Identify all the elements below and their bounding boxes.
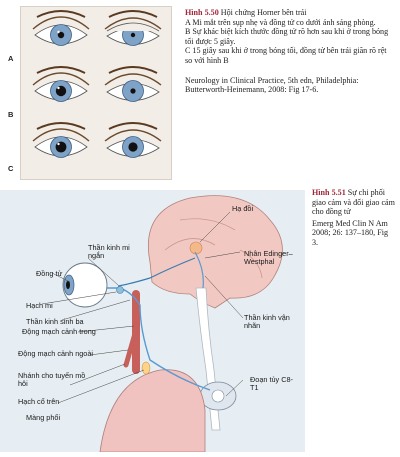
fig550-source: Neurology in Clinical Practice, 5th edn,… [185, 75, 359, 95]
label-ha-doi: Hạ đồi [232, 204, 254, 213]
label-nhanh-tuyen-mo-hoi: Nhánh cho tuyến mồ hôi [18, 371, 86, 389]
fig551-caption: Hình 5.51 Sự chi phối giao cảm và đối gi… [312, 188, 396, 248]
eye-row-a [32, 10, 162, 46]
label-than-kinh-mi-ngan: Thần kinh mi ngắn [88, 243, 130, 261]
lung-shape [99, 369, 206, 453]
brain-shape [148, 195, 283, 309]
superior-cervical-ganglion-mark [141, 361, 151, 375]
label-nhan-ew: Nhân Edinger–Westphal [244, 249, 293, 267]
label-than-kinh-van-nhan: Thần kinh vận nhãn [244, 313, 290, 331]
fig550-title-text: Hội chứng Horner bên trái [218, 8, 307, 17]
fig550-caption: Hình 5.50 Hội chứng Horner bên trái A Mi… [185, 8, 390, 95]
ciliary-ganglion-mark [116, 286, 124, 294]
eye-row-c [32, 122, 162, 158]
row-label-b: B [8, 110, 14, 119]
eye-left [104, 10, 162, 46]
fig550-number: Hình 5.50 [185, 8, 219, 17]
label-dong-tu: Đồng tử [36, 269, 63, 278]
label-than-kinh-sinh-ba: Thần kinh sinh ba [26, 317, 84, 326]
fig551-title: Hình 5.51 Sự chi phối giao cảm và đối gi… [312, 188, 396, 217]
label-hach-mi: Hạch mi [26, 301, 53, 310]
fig551-number: Hình 5.51 [312, 188, 346, 197]
fig550-title: Hình 5.50 Hội chứng Horner bên trái [185, 8, 390, 18]
innervation-illustration [41, 195, 283, 453]
label-hach-co-tren: Hạch cổ trên [18, 397, 60, 406]
horner-eyes-figure [20, 6, 172, 180]
fig550-line-c: C 15 giây sau khi ở trong bóng tối, đồng… [185, 46, 387, 65]
label-dong-mach-canh-trong: Động mạch cảnh trong [22, 327, 96, 336]
label-mang-phoi: Màng phổi [26, 413, 61, 422]
row-label-c: C [8, 164, 14, 173]
eye-right [32, 10, 90, 46]
hypothalamus-mark [189, 241, 203, 255]
row-label-a: A [8, 54, 14, 63]
fig550-line-b: B Sự khác biệt kích thước đồng tử rõ hơn… [185, 27, 389, 46]
vertebra [199, 381, 237, 411]
eye-row-b [32, 66, 162, 102]
label-dong-mach-canh-ngoai: Động mạch cảnh ngoài [18, 349, 94, 358]
eyes-illustration [32, 10, 162, 158]
pupil-innervation-figure [0, 190, 305, 453]
fig551-title-text: Sự chi phối giao cảm và đối giao cảm cho… [312, 188, 395, 217]
fig551-source: Emerg Med Clin N Am 2008; 26: 137–180, F… [312, 218, 388, 247]
fig550-line-a: A Mi mắt trên sụp nhẹ và đồng tử co dưới… [185, 17, 376, 27]
eyeball [62, 262, 108, 308]
label-doan-tuy: Đoạn tủy C8-T1 [250, 375, 293, 393]
